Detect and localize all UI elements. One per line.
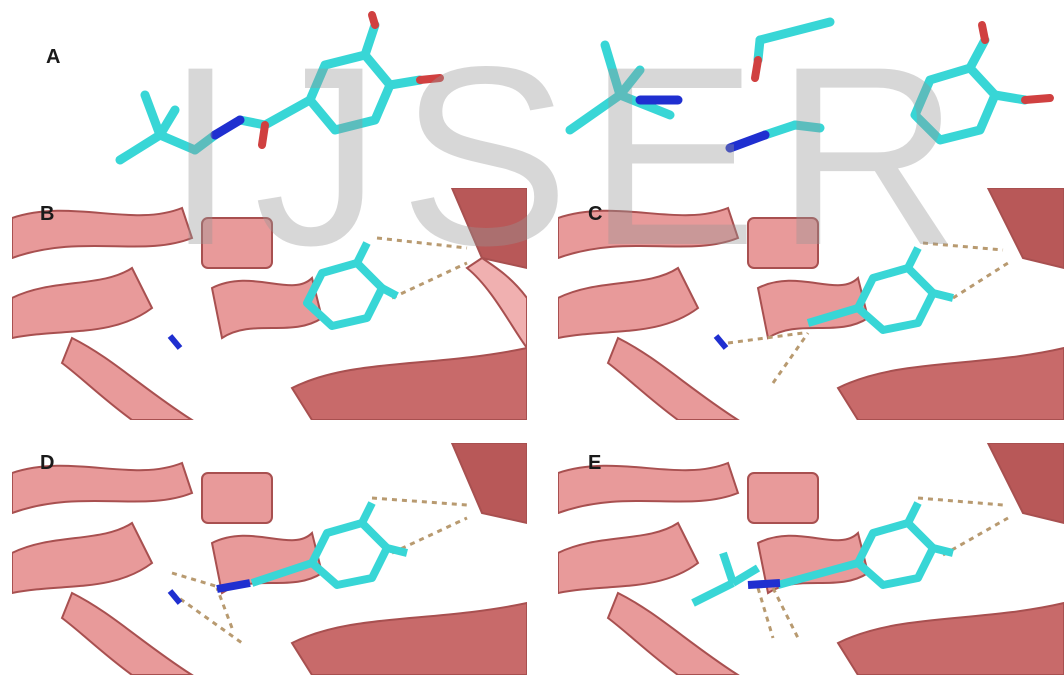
panel-a-molecules bbox=[115, 11, 1054, 165]
amine-fragment bbox=[760, 120, 825, 140]
panel-d-docking-view bbox=[12, 443, 527, 675]
panel-e-docking-view bbox=[558, 443, 1064, 675]
bound-ligand bbox=[303, 241, 399, 330]
panel-label-e: E bbox=[588, 452, 603, 474]
protein-ribbon-group bbox=[12, 188, 527, 420]
ester-fragment bbox=[753, 17, 835, 65]
panel-label-d: D bbox=[40, 452, 56, 474]
panel-label-a: A bbox=[46, 46, 62, 68]
tert-butyl-fragment bbox=[565, 40, 675, 135]
full-ligand-structure bbox=[115, 20, 425, 165]
panel-label-b: B bbox=[40, 203, 56, 225]
panel-label-c: C bbox=[588, 203, 604, 225]
catechol-fragment bbox=[910, 35, 1030, 145]
panel-c-docking-view bbox=[558, 188, 1064, 420]
panel-b-docking-view bbox=[12, 188, 527, 420]
